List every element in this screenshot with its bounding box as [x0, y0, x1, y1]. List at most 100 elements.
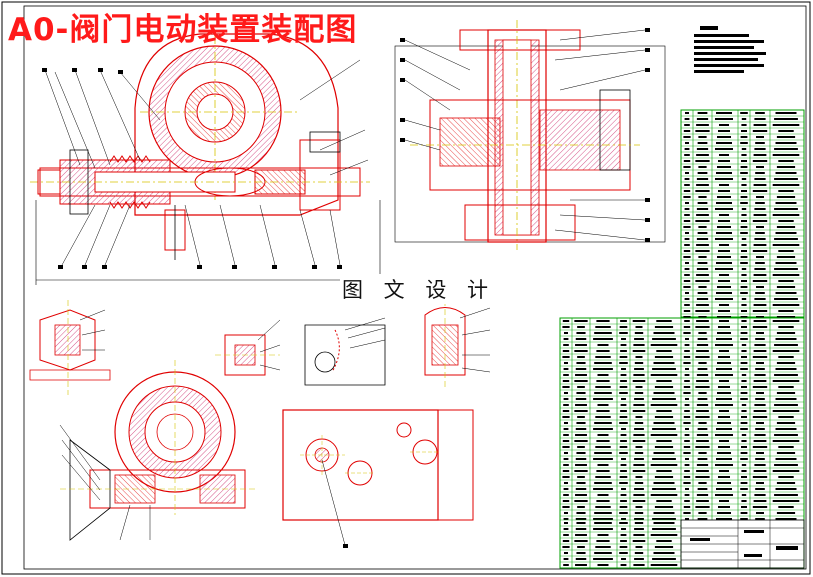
table-cell-text — [753, 410, 767, 412]
table-cell-text — [574, 320, 588, 322]
table-cell-text — [634, 368, 644, 370]
table-cell-text — [740, 142, 748, 144]
table-cell-text — [741, 250, 747, 252]
table-cell-text — [696, 410, 709, 412]
detail-view-d — [424, 300, 491, 390]
table-cell-text — [696, 374, 709, 376]
table-cell-text — [683, 482, 691, 484]
table-cell-text — [576, 452, 586, 454]
table-cell-text — [741, 280, 747, 282]
table-cell-text — [772, 380, 800, 382]
table-cell-text — [594, 422, 612, 424]
table-cell-text — [576, 482, 586, 484]
table-cell-text — [656, 350, 672, 352]
table-cell-text — [716, 262, 732, 264]
table-cell-text — [717, 316, 731, 318]
table-cell-text — [652, 398, 676, 400]
table-cell-text — [634, 362, 644, 364]
table-cell-text — [740, 428, 748, 430]
table-cell-text — [753, 304, 767, 306]
table-cell-text — [696, 298, 709, 300]
table-cell-text — [754, 118, 766, 120]
table-cell-text — [685, 112, 689, 114]
table-cell-text — [741, 356, 747, 358]
table-cell-text — [695, 130, 710, 132]
table-cell-text — [772, 304, 800, 306]
table-cell-text — [620, 350, 627, 352]
table-cell-text — [683, 392, 691, 394]
table-cell-text — [597, 464, 609, 466]
table-cell-text — [594, 522, 612, 524]
table-cell-text — [756, 422, 764, 424]
table-cell-text — [741, 416, 747, 418]
table-cell-text — [695, 326, 710, 328]
table-cell-text — [563, 518, 569, 520]
table-cell-text — [715, 298, 733, 300]
table-cell-text — [740, 398, 748, 400]
table-cell-text — [620, 374, 627, 376]
table-cell-text — [756, 256, 764, 258]
table-cell-text — [755, 292, 765, 294]
table-cell-text — [741, 326, 747, 328]
table-cell-text — [577, 446, 585, 448]
table-cell-text — [632, 500, 646, 502]
table-cell-text — [564, 362, 568, 364]
table-cell-text — [593, 338, 613, 340]
table-cell-text — [716, 112, 732, 114]
table-cell-text — [775, 112, 797, 114]
table-cell-text — [778, 446, 794, 448]
table-cell-text — [697, 142, 708, 144]
table-cell-text — [575, 558, 587, 560]
table-cell-text — [635, 476, 643, 478]
table-cell-text — [632, 440, 646, 442]
table-cell-text — [562, 386, 570, 388]
table-cell-text — [577, 476, 585, 478]
table-cell-text — [684, 178, 690, 180]
table-cell-text — [741, 476, 747, 478]
table-cell-text — [574, 470, 588, 472]
table-cell-text — [740, 368, 748, 370]
table-cell-text — [697, 262, 708, 264]
table-cell-text — [632, 380, 646, 382]
table-cell-text — [695, 386, 710, 388]
table-cell-text — [576, 362, 586, 364]
table-cell-text — [652, 518, 676, 520]
table-cell-text — [562, 476, 570, 478]
table-cell-text — [753, 274, 767, 276]
table-cell-text — [653, 362, 675, 364]
table-cell-text — [755, 338, 765, 340]
table-cell-text — [563, 458, 569, 460]
table-cell-text — [740, 226, 748, 228]
table-cell-text — [741, 506, 747, 508]
table-cell-text — [753, 500, 767, 502]
table-cell-text — [650, 564, 678, 566]
table-cell-text — [740, 392, 748, 394]
side-section-view — [394, 20, 666, 250]
table-cell-text — [778, 326, 794, 328]
table-cell-text — [619, 326, 628, 328]
table-cell-text — [684, 304, 690, 306]
table-cell-text — [619, 356, 628, 358]
table-cell-text — [697, 232, 708, 234]
table-cell-text — [696, 440, 709, 442]
table-cell-text — [684, 154, 690, 156]
table-cell-text — [684, 214, 690, 216]
table-cell-text — [718, 416, 730, 418]
table-cell-text — [575, 534, 587, 536]
table-cell-text — [755, 232, 765, 234]
bottom-top-view — [282, 409, 474, 548]
table-cell-text — [775, 488, 797, 490]
table-cell-text — [634, 422, 644, 424]
table-cell-text — [634, 552, 644, 554]
table-cell-text — [776, 362, 796, 364]
table-cell-text — [775, 232, 797, 234]
table-cell-text — [741, 410, 747, 412]
table-cell-text — [696, 380, 709, 382]
table-cell-text — [772, 320, 800, 322]
table-cell-text — [774, 268, 798, 270]
table-cell-text — [753, 320, 767, 322]
table-cell-text — [756, 362, 764, 364]
table-cell-text — [632, 410, 646, 412]
table-cell-text — [595, 446, 611, 448]
table-cell-text — [695, 280, 710, 282]
